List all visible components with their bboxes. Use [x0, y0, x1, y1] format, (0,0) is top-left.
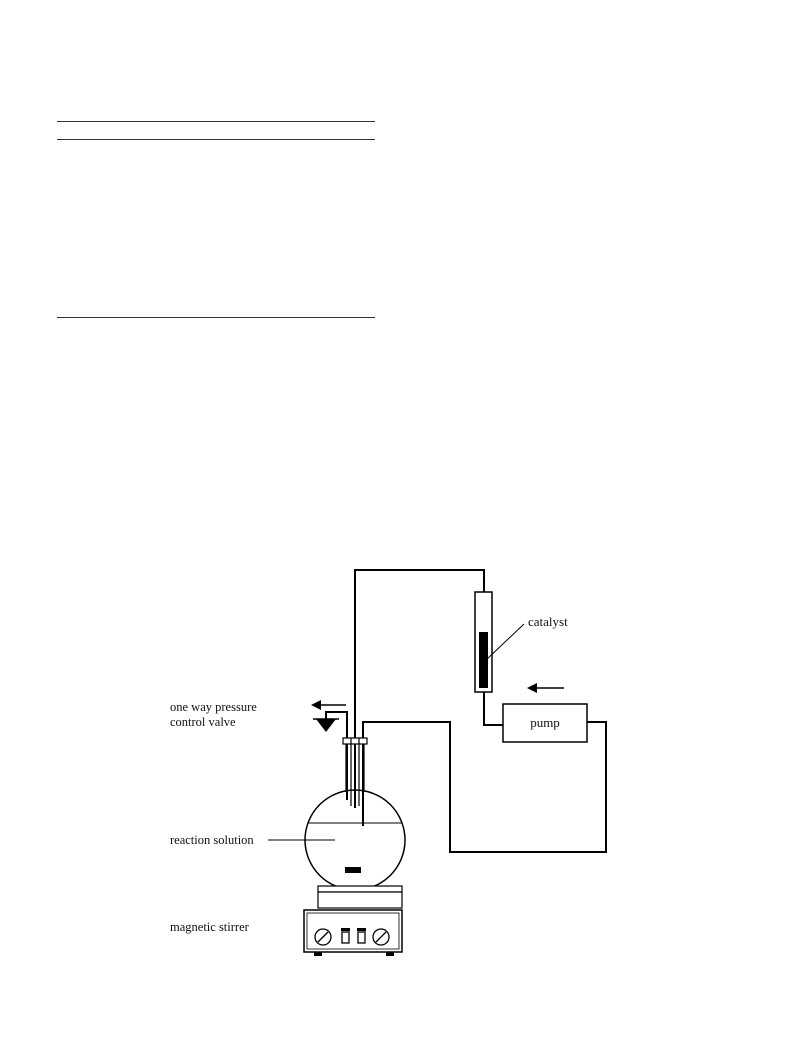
pump-box	[502, 703, 588, 743]
arrow-left-icon	[527, 683, 564, 693]
tube-catalyst-to-pump	[483, 692, 503, 726]
valve-triangle-icon	[316, 719, 336, 732]
catalyst-label: catalyst	[528, 614, 568, 629]
arrow-left-icon	[311, 700, 346, 710]
tube-pump-return	[362, 721, 607, 853]
catalyst-bed	[479, 632, 488, 688]
pump-label: pump	[530, 715, 560, 730]
magnetic-stirrer-label: magnetic stirrer	[170, 920, 250, 934]
table-bottom-rule	[57, 317, 375, 318]
stirrer-switch-right-icon	[357, 931, 366, 944]
valve-label-line1: one way pressure	[170, 700, 257, 714]
catalyst-leader-line	[485, 623, 525, 661]
table-top-rule	[57, 121, 375, 122]
valve-label-line2: control valve	[170, 715, 236, 729]
magnetic-stirrer	[303, 885, 403, 956]
table-header-rule	[57, 139, 375, 140]
stirrer-switch-left-icon	[341, 931, 350, 944]
reaction-solution-label: reaction solution	[170, 833, 254, 847]
valve-tube	[325, 711, 348, 800]
stir-bar	[345, 867, 361, 873]
tube-flask-to-catalyst	[354, 569, 485, 808]
